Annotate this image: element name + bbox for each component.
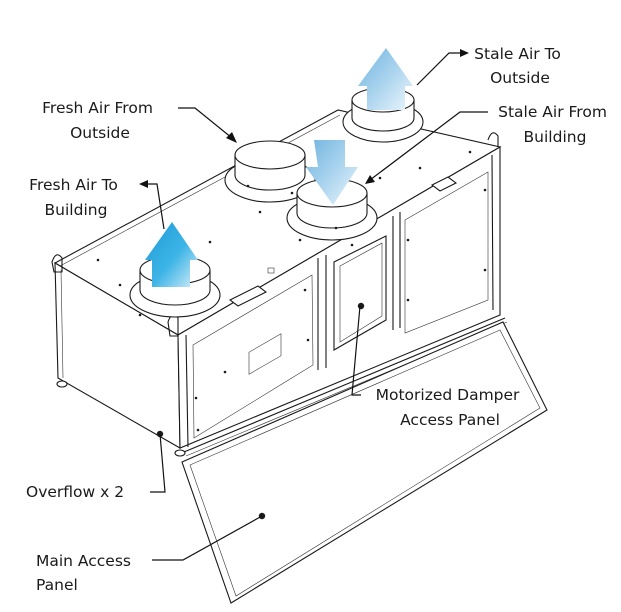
fastener-dot: [483, 188, 487, 192]
label-stale-air-from-building: Stale Air From Building: [498, 103, 612, 146]
fastener-dot: [194, 396, 198, 400]
label-fresh-air-from-outside: Fresh Air From Outside: [42, 99, 158, 142]
fastener-dot: [418, 166, 422, 170]
stale-air-from-building-arrow: [306, 140, 358, 205]
fastener-dot: [334, 226, 338, 230]
main-access-panel[interactable]: [181, 321, 548, 604]
fastener-dot: [298, 238, 302, 242]
fastener-dot: [208, 240, 212, 244]
fastener-dot: [406, 238, 410, 242]
fastener-dot: [468, 150, 472, 154]
motorized-damper-access-panel[interactable]: [333, 235, 387, 351]
fastener-dot: [223, 370, 227, 374]
label-motorized-damper-access-panel: Motorized Damper Access Panel: [376, 386, 525, 429]
fastener-dot: [246, 184, 250, 188]
fastener-dot: [483, 268, 487, 272]
duct-collar-fresh-air-from-outside: [224, 140, 316, 203]
fresh-air-to-building-arrow: [145, 222, 198, 287]
fastener-dot: [96, 258, 100, 262]
fastener-dot: [378, 176, 382, 180]
fastener-dot: [118, 283, 122, 287]
fastener-dot: [350, 243, 354, 247]
fastener-dot: [290, 191, 294, 195]
fastener-dot: [406, 298, 410, 302]
label-main-access-panel: Main Access Panel: [36, 552, 136, 594]
callout-labels: Stale Air To Outside Fresh Air From Outs…: [26, 45, 612, 594]
fastener-dot: [306, 338, 310, 342]
fastener-dot: [258, 210, 262, 214]
label-fresh-air-to-building: Fresh Air To Building: [29, 176, 123, 219]
stale-air-to-outside-arrow: [358, 48, 413, 110]
fastener-dot: [138, 313, 142, 317]
fastener-dot: [196, 428, 200, 432]
label-overflow: Overflow x 2: [26, 483, 124, 501]
fastener-dot: [303, 288, 307, 292]
callout-leaders: [139, 49, 488, 561]
label-stale-air-to-outside: Stale Air To Outside: [474, 45, 566, 87]
